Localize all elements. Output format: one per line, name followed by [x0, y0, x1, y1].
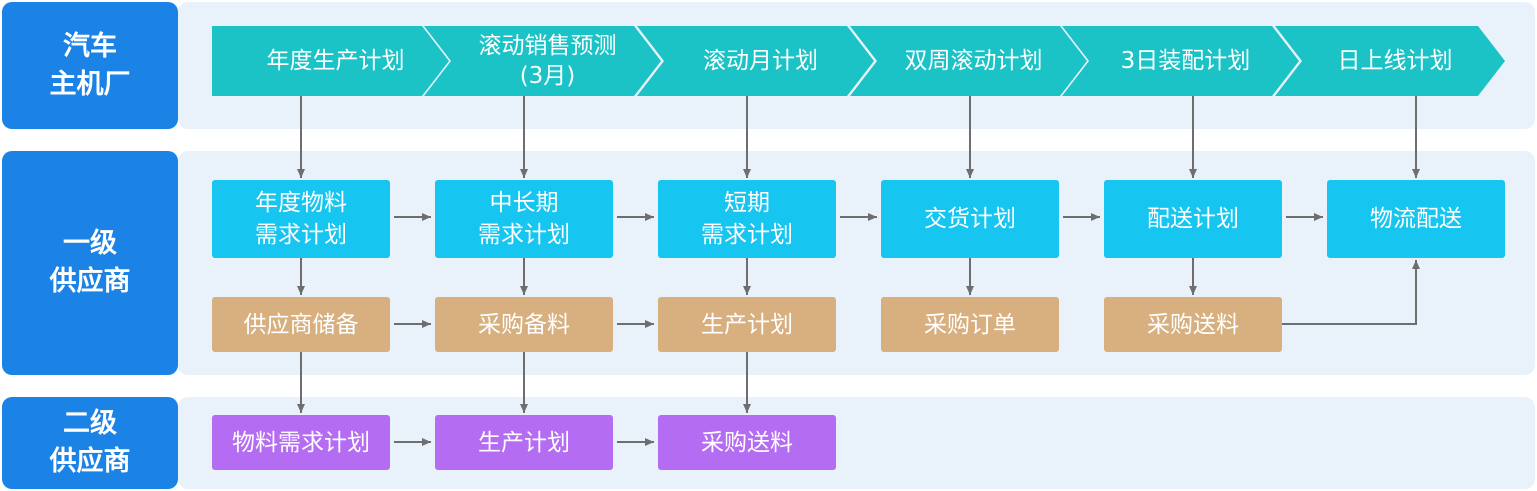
tier1-action-purchase-delivery: 采购送料	[1104, 297, 1282, 352]
tier1-plan-distribution: 配送计划	[1104, 180, 1282, 258]
tier1-action-label: 采购送料	[1147, 311, 1239, 338]
oem-plan-rolling-sales-forecast: 滚动销售预测 (3月)	[424, 26, 661, 96]
tier2-action-material-requirement: 物料需求计划	[212, 415, 390, 470]
tier1-plan-logistics-delivery: 物流配送	[1327, 180, 1505, 258]
tier2-action-production-plan: 生产计划	[435, 415, 613, 470]
tier1-plan-line2: 需求计划	[478, 222, 570, 248]
tier-label-tier1-line1: 一级	[63, 228, 117, 259]
tier2-action-label: 生产计划	[478, 429, 570, 456]
tier2-action-purchase-delivery: 采购送料	[658, 415, 836, 470]
tier1-plan-line1: 配送计划	[1147, 206, 1239, 232]
tier1-plan-line1: 交货计划	[924, 206, 1016, 232]
tier-label-oem-line1: 汽车	[63, 30, 117, 62]
tier1-action-supplier-reserve: 供应商储备	[212, 297, 390, 352]
tier2-action-label: 采购送料	[701, 429, 793, 456]
tier1-plan-line1: 物流配送	[1370, 206, 1462, 232]
tier1-plan-line2: 需求计划	[255, 222, 347, 248]
tier-label-oem: 汽车 主机厂	[2, 2, 178, 129]
oem-plan-biweekly-rolling: 双周滚动计划	[850, 26, 1087, 96]
oem-plan-annual-production: 年度生产计划	[212, 26, 449, 96]
tier1-plan-line1: 中长期	[489, 190, 559, 216]
oem-plan-line1: 滚动月计划	[703, 48, 818, 74]
tier1-plan-mid-long-term: 中长期 需求计划	[435, 180, 613, 258]
tier1-plan-annual-material: 年度物料 需求计划	[212, 180, 390, 258]
tier-label-tier2-line2: 供应商	[49, 446, 131, 477]
tier1-action-purchase-order: 采购订单	[881, 297, 1059, 352]
tier1-band	[178, 151, 1535, 375]
oem-plan-rolling-monthly: 滚动月计划	[637, 26, 874, 96]
oem-plan-line1: 滚动销售预测	[478, 33, 617, 59]
tier1-action-label: 采购订单	[924, 311, 1016, 338]
tier-label-tier1-line2: 供应商	[49, 266, 131, 297]
arrow-elbow	[1282, 260, 1420, 325]
tier1-plan-line1: 短期	[724, 190, 770, 216]
oem-plan-line1: 日上线计划	[1337, 48, 1453, 74]
oem-plan-3day-assembly: 3日装配计划	[1062, 26, 1299, 96]
tier1-action-production-plan: 生产计划	[658, 297, 836, 352]
oem-plan-line1: 年度生产计划	[266, 48, 405, 74]
tier-label-tier1: 一级 供应商	[2, 151, 178, 375]
tier-label-tier2: 二级 供应商	[2, 397, 178, 489]
tier1-plan-line2: 需求计划	[701, 222, 793, 248]
tier1-plan-line1: 年度物料	[255, 190, 347, 216]
oem-plan-line2: (3月)	[519, 63, 576, 89]
oem-plan-line1: 3日装配计划	[1120, 48, 1251, 74]
tier-label-oem-line2: 主机厂	[49, 68, 131, 100]
tier1-action-label: 生产计划	[701, 311, 793, 338]
tier2-action-label: 物料需求计划	[232, 429, 370, 456]
tier1-action-label: 采购备料	[478, 311, 570, 338]
tier1-action-label: 供应商储备	[243, 311, 359, 338]
tier1-plan-short-term: 短期 需求计划	[658, 180, 836, 258]
oem-plan-line1: 双周滚动计划	[904, 48, 1043, 74]
tier1-plan-delivery: 交货计划	[881, 180, 1059, 258]
oem-plan-daily-online: 日上线计划	[1275, 26, 1505, 96]
tier-label-tier2-line1: 二级	[63, 408, 117, 439]
tier1-action-purchase-stock: 采购备料	[435, 297, 613, 352]
